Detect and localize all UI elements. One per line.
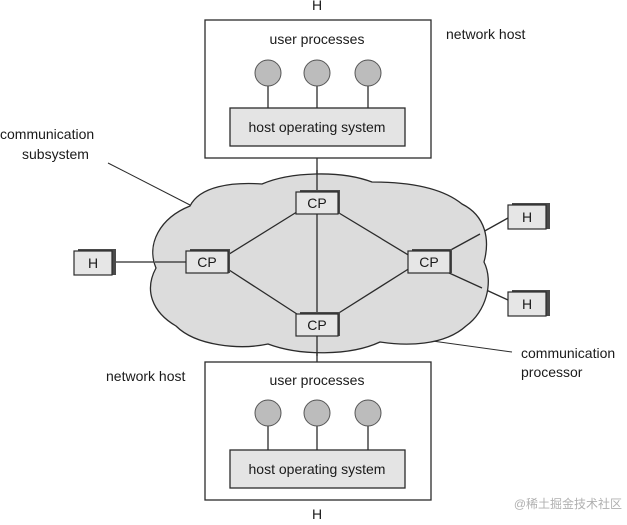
cp-node-right-box bbox=[407, 250, 451, 274]
link-internal-top-left bbox=[225, 209, 301, 257]
host-node-left-box bbox=[73, 250, 113, 276]
cp-node-left: CP bbox=[185, 249, 230, 274]
bottom-process-circle-1 bbox=[254, 399, 282, 427]
subsystem-leader-line bbox=[107, 162, 191, 206]
host-node-right-bottom-label: H bbox=[522, 296, 532, 312]
bottom-network-host: user processes host operating system H n… bbox=[106, 361, 432, 522]
top-network-host: H user processes host operating system n… bbox=[204, 0, 525, 159]
host-node-right-top-label: H bbox=[522, 209, 532, 225]
link-internal-right-h-top bbox=[446, 233, 481, 253]
bottom-host-os-box bbox=[229, 449, 406, 489]
bottom-process-circle-3 bbox=[354, 399, 382, 427]
bottom-process-circle-2 bbox=[303, 399, 331, 427]
host-node-right-bottom-box bbox=[507, 291, 547, 317]
top-host-os-box bbox=[229, 107, 406, 147]
subsystem-label-line-2: subsystem bbox=[22, 146, 89, 162]
link-internal-right-h-bottom bbox=[446, 271, 483, 289]
cp-node-right-label: CP bbox=[419, 254, 438, 270]
top-host-h-label: H bbox=[312, 0, 322, 13]
cp-node-bottom-label: CP bbox=[307, 317, 326, 333]
link-internal-left-bottom bbox=[225, 267, 301, 317]
cp-node-bottom: CP bbox=[295, 312, 340, 337]
host-node-right-top-box bbox=[507, 204, 547, 230]
subsystem-label-line-1: communication bbox=[0, 126, 94, 142]
top-process-circle-1 bbox=[254, 59, 282, 87]
link-internal-right-bottom bbox=[333, 267, 411, 317]
host-node-left: H bbox=[73, 249, 116, 276]
processor-label-line-1: communication bbox=[521, 345, 615, 361]
bottom-host-os-label: host operating system bbox=[249, 461, 386, 477]
top-user-processes-label: user processes bbox=[270, 31, 365, 47]
internal-links bbox=[155, 170, 483, 356]
communication-subsystem-cloud bbox=[149, 173, 489, 354]
processor-label-line-2: processor bbox=[521, 364, 583, 380]
top-host-os-label: host operating system bbox=[249, 119, 386, 135]
host-node-right-bottom: H bbox=[507, 290, 550, 317]
cp-node-top-label: CP bbox=[307, 195, 326, 211]
cp-node-left-box bbox=[185, 250, 229, 274]
watermark: @稀土掘金技术社区 bbox=[514, 496, 622, 511]
cp-node-top: CP bbox=[295, 190, 340, 215]
link-internal-top-right bbox=[333, 209, 411, 257]
host-node-right-top: H bbox=[507, 203, 550, 230]
cp-node-top-box bbox=[295, 191, 339, 215]
bottom-user-processes-label: user processes bbox=[270, 372, 365, 388]
bottom-host-h-label: H bbox=[312, 506, 322, 522]
top-network-host-label: network host bbox=[446, 26, 525, 42]
cp-node-right: CP bbox=[407, 249, 452, 274]
top-process-circle-2 bbox=[303, 59, 331, 87]
bottom-network-host-label: network host bbox=[106, 368, 185, 384]
cp-node-bottom-box bbox=[295, 313, 339, 337]
top-process-circle-3 bbox=[354, 59, 382, 87]
cp-node-left-label: CP bbox=[197, 254, 216, 270]
host-node-left-label: H bbox=[88, 255, 98, 271]
